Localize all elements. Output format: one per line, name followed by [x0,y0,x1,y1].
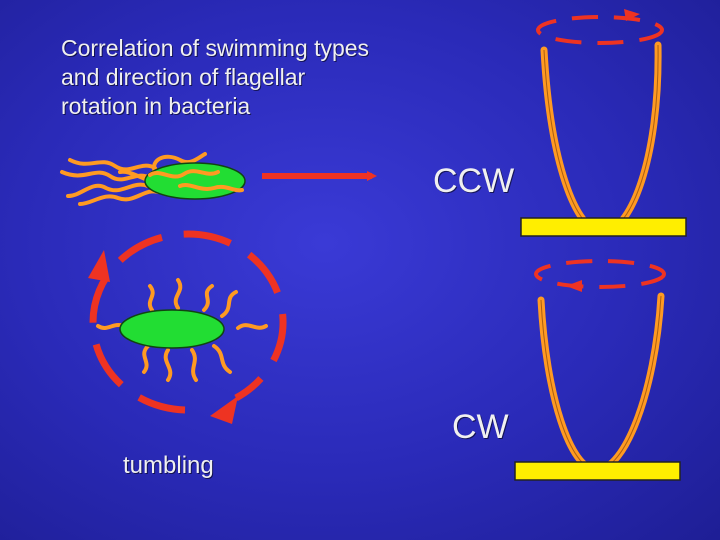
ccw-flagellum-loop [540,41,662,236]
cw-label: CW [452,408,509,446]
title-line-2: and direction of flagellar [61,64,306,90]
cw-surface-bar [514,461,681,481]
tumbling-rotation-arrows [89,230,287,414]
tumbling-arrowhead-bottom [210,396,238,424]
ccw-surface-bar [520,217,687,237]
ccw-label: CCW [433,162,515,200]
bacterium-cell-swimming [144,162,246,200]
tumbling-arrowhead-left [88,250,110,282]
cw-flagellum-loop [537,292,665,474]
title-line-3: rotation in bacteria [61,93,251,119]
slide-title: Correlation of swimming types and direct… [61,34,461,121]
cw-rotation-arrowhead [566,280,582,292]
tumbling-label: tumbling [123,452,214,479]
cw-rotation-ellipse [534,259,666,289]
splayed-flagella [96,278,268,382]
title-line-1: Correlation of swimming types [61,35,370,61]
ccw-rotation-arrowhead [624,9,640,21]
bacterium-cell-tumbling [119,309,225,349]
ccw-rotation-ellipse [536,15,664,45]
